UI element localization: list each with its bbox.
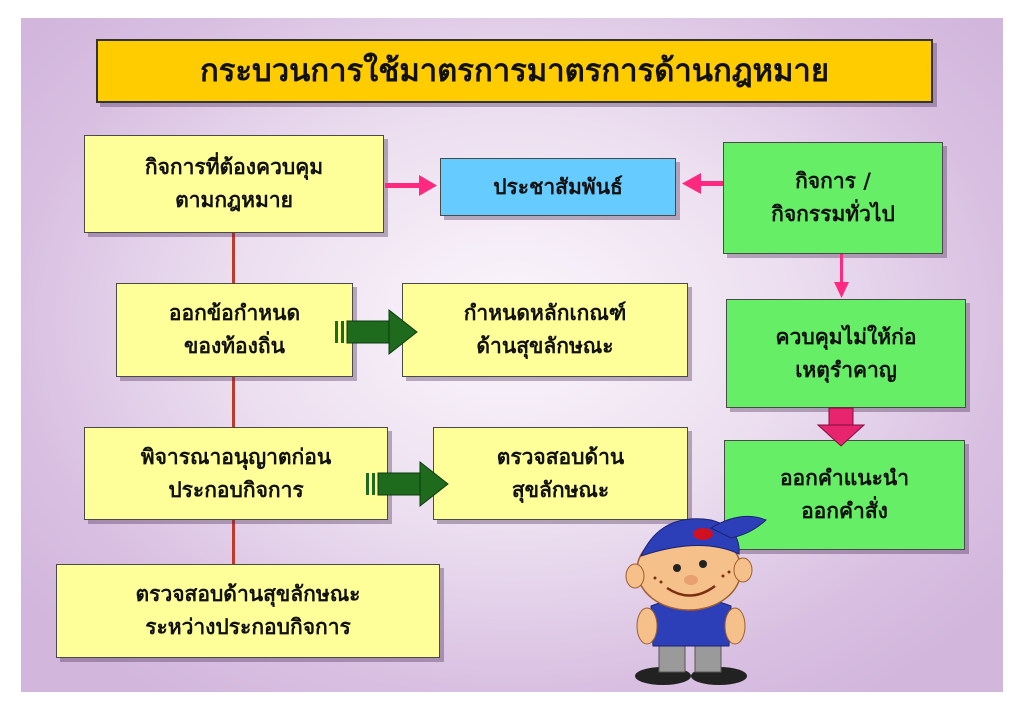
pink-arrow-down [834, 254, 849, 298]
connector-line-1 [232, 233, 235, 283]
box-advice-order-line-2: ออกคำสั่ง [801, 499, 888, 523]
box-ongoing-inspection-line-1: ตรวจสอบด้านสุขลักษณะ [135, 582, 361, 607]
box-controlled-business-line-1: กิจการที่ต้องควบคุม [144, 155, 324, 180]
box-hygiene-inspection: ตรวจสอบด้าน สุขลักษณะ [433, 427, 688, 520]
box-advice-order-line-1: ออกคำแนะนำ [779, 466, 910, 491]
box-hygiene-inspection-line-2: สุขลักษณะ [511, 477, 610, 502]
box-hygiene-criteria-line-1: กำหนดหลักเกณฑ์ [463, 301, 627, 326]
box-local-regulation: ออกข้อกำหนด ของท้องถิ่น [116, 283, 353, 377]
box-general-business: กิจการ / กิจกรรมทั่วไป [723, 142, 943, 254]
box-license-review-line-2: ประกอบกิจการ [168, 477, 304, 502]
box-hygiene-criteria-line-2: ด้านสุขลักษณะ [476, 334, 614, 358]
box-public-relations: ประชาสัมพันธ์ [440, 158, 676, 216]
box-public-relations-text: ประชาสัมพันธ์ [493, 174, 623, 199]
box-local-regulation-line-1: ออกข้อกำหนด [168, 301, 301, 326]
cartoon-boy-icon [625, 515, 767, 685]
pink-arrow-right [385, 175, 437, 196]
box-ongoing-inspection-line-2: ระหว่างประกอบกิจการ [145, 615, 351, 639]
box-hygiene-inspection-line-1: ตรวจสอบด้าน [496, 444, 625, 469]
box-local-regulation-line-2: ของท้องถิ่น [183, 334, 285, 358]
box-general-business-line-1: กิจการ / [795, 169, 871, 194]
diagram-title: กระบวนการใช้มาตรการมาตรการด้านกฎหมาย [96, 39, 933, 103]
box-general-business-line-2: กิจกรรมทั่วไป [771, 202, 895, 226]
pink-arrow-left [682, 173, 723, 194]
box-prevent-nuisance-line-2: เหตุรำคาญ [795, 357, 897, 382]
box-prevent-nuisance: ควบคุมไม่ให้ก่อ เหตุรำคาญ [726, 299, 966, 408]
box-ongoing-inspection: ตรวจสอบด้านสุขลักษณะ ระหว่างประกอบกิจการ [56, 564, 440, 658]
box-license-review-line-1: พิจารณาอนุญาตก่อน [140, 444, 332, 469]
box-prevent-nuisance-line-1: ควบคุมไม่ให้ก่อ [775, 324, 917, 349]
box-controlled-business: กิจการที่ต้องควบคุม ตามกฎหมาย [84, 135, 384, 233]
box-controlled-business-line-2: ตามกฎหมาย [175, 188, 293, 212]
slide-background: กระบวนการใช้มาตรการมาตรการด้านกฎหมาย กิจ… [21, 18, 1003, 692]
connector-line-3 [232, 520, 235, 564]
connector-line-2 [232, 377, 235, 427]
box-license-review: พิจารณาอนุญาตก่อน ประกอบกิจการ [84, 427, 388, 520]
title-text: กระบวนการใช้มาตรการมาตรการด้านกฎหมาย [199, 52, 829, 89]
box-hygiene-criteria: กำหนดหลักเกณฑ์ ด้านสุขลักษณะ [402, 283, 688, 377]
